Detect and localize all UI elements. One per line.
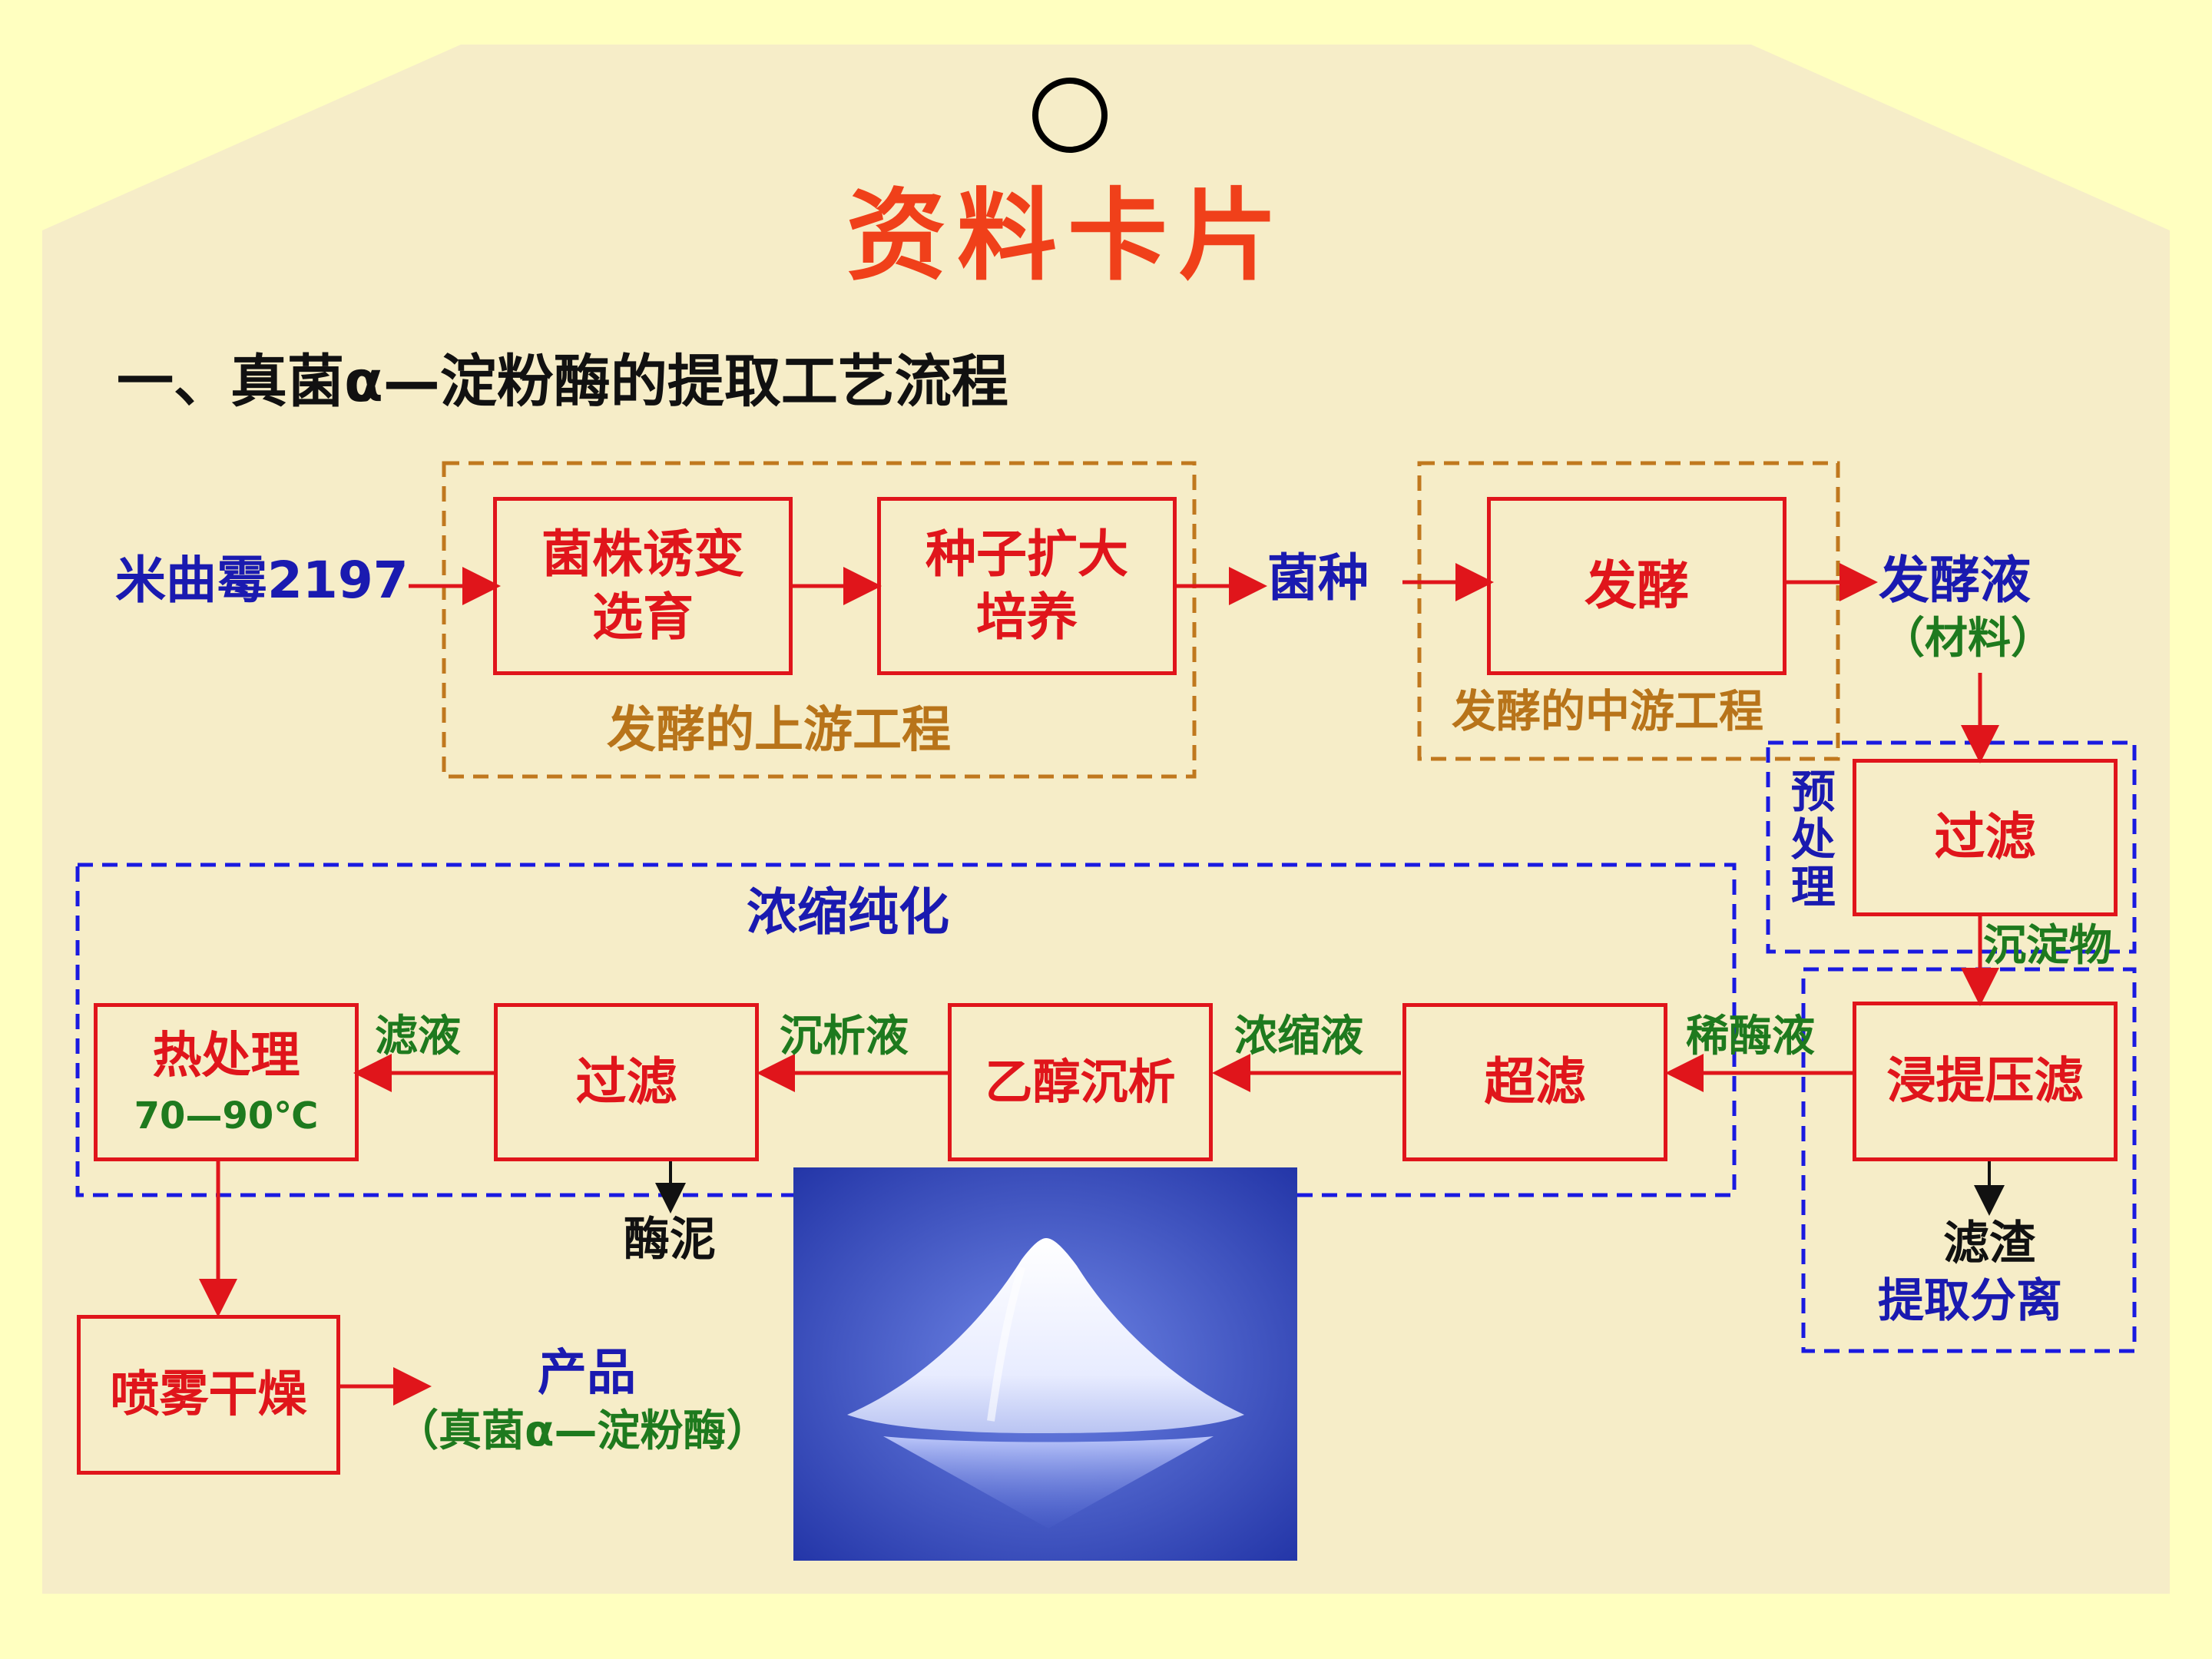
- seed-culture-label: 种子扩大 培养: [926, 524, 1128, 647]
- upstream-group-label: 发酵的上游工程: [607, 702, 951, 759]
- source-label: 米曲霉2197: [115, 551, 409, 610]
- residue-label: 滤渣: [1943, 1217, 2035, 1270]
- ultrafiltration-label: 超滤: [1484, 1051, 1586, 1111]
- heat-treatment-box: 热处理 70—90℃: [94, 1003, 359, 1161]
- upstream-group: [442, 461, 1197, 779]
- product-note: （真菌α—淀粉酶）: [396, 1406, 770, 1456]
- card-background: [42, 45, 2170, 1594]
- extraction-group-label: 提取分离: [1878, 1274, 2062, 1328]
- midstream-group-label: 发酵的中游工程: [1452, 685, 1764, 737]
- spray-drying-box: 喷雾干燥: [77, 1315, 340, 1475]
- filter2-label: 过滤: [575, 1051, 677, 1111]
- midstream-group: [1417, 461, 1840, 761]
- filter-label: 过滤: [1934, 807, 2036, 867]
- pretreatment-group: [1766, 740, 2137, 954]
- purification-group-label: 浓缩纯化: [747, 882, 949, 942]
- dilute-enzyme-label: 稀酶液: [1686, 1012, 1815, 1061]
- powder-photo: [793, 1167, 1297, 1561]
- filtrate-label: 滤液: [375, 1012, 461, 1061]
- ultrafiltration-box: 超滤: [1402, 1003, 1667, 1161]
- fermentation-label: 发酵: [1584, 555, 1689, 617]
- mutation-breeding-box: 菌株诱变 选育: [493, 497, 793, 675]
- card-title: 资料卡片: [846, 177, 1289, 294]
- spray-drying-label: 喷雾干燥: [110, 1366, 307, 1423]
- leach-press-filter-box: 浸提压滤: [1853, 1002, 2118, 1161]
- filter2-box: 过滤: [494, 1003, 759, 1161]
- seed-culture-box: 种子扩大 培养: [877, 497, 1177, 675]
- precipitate-liquid-label: 沉析液: [780, 1012, 909, 1061]
- leach-press-filter-label: 浸提压滤: [1886, 1053, 2084, 1110]
- heat-treatment-label: 热处理: [152, 1028, 300, 1084]
- broth-note: （材料）: [1882, 614, 2054, 664]
- enzyme-sludge-label: 酶泥: [624, 1213, 716, 1267]
- concentrate-label: 浓缩液: [1234, 1012, 1363, 1061]
- card-hole: [1032, 78, 1108, 153]
- product-label: 产品: [538, 1345, 636, 1402]
- broth-label: 发酵液: [1879, 551, 2031, 610]
- ethanol-precipitation-box: 乙醇沉析: [948, 1003, 1213, 1161]
- heat-temperature-label: 70—90℃: [134, 1094, 319, 1137]
- pretreatment-group-label: 预处理: [1783, 768, 1836, 911]
- ethanol-precipitation-label: 乙醇沉析: [985, 1054, 1176, 1111]
- extraction-group: [1801, 967, 2137, 1353]
- mutation-breeding-label: 菌株诱变 选育: [541, 524, 744, 647]
- seed-strain-label: 菌种: [1267, 548, 1369, 608]
- sediment-label: 沉淀物: [1983, 921, 2112, 971]
- card-subtitle: 一、真菌α—淀粉酶的提取工艺流程: [117, 349, 1008, 415]
- fermentation-box: 发酵: [1487, 497, 1786, 675]
- filter-box: 过滤: [1853, 759, 2118, 916]
